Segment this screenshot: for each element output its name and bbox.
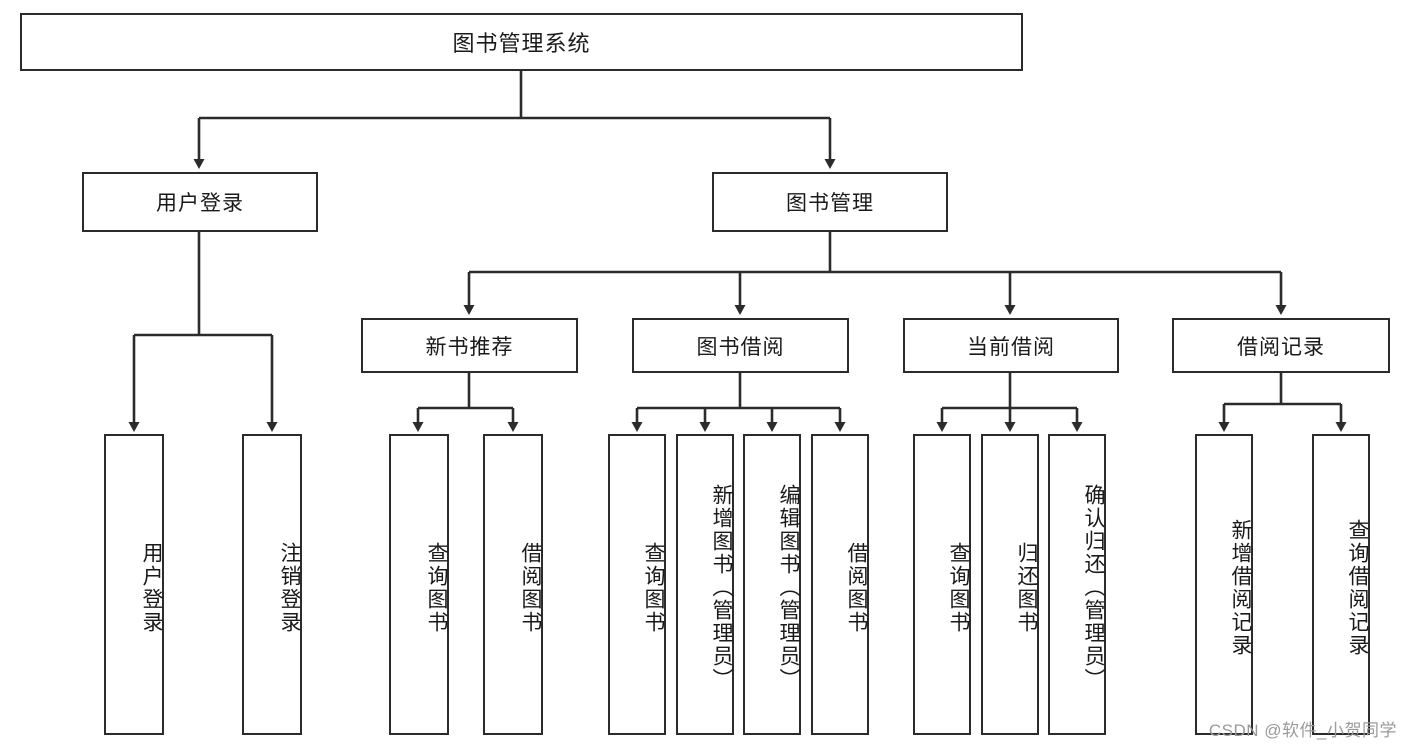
node-current-borrow[interactable]: 当前借阅 — [903, 318, 1119, 373]
leaf-label: 借阅图书 — [519, 541, 542, 634]
leaf-label: 查询图书 — [425, 541, 448, 634]
node-borrow-records[interactable]: 借阅记录 — [1172, 318, 1390, 373]
leaf-label: 确认归还（管理员） — [1082, 484, 1105, 691]
leaf-label: 查询图书 — [642, 541, 665, 634]
leaf-current-return-book[interactable]: 归还图书 — [981, 434, 1039, 735]
leaf-current-query-book[interactable]: 查询图书 — [913, 434, 971, 735]
leaf-new-book-query[interactable]: 查询图书 — [389, 434, 449, 735]
leaf-borrow-edit-book-admin[interactable]: 编辑图书（管理员） — [743, 434, 801, 735]
node-book-borrow[interactable]: 图书借阅 — [632, 318, 849, 373]
node-user-login[interactable]: 用户登录 — [82, 172, 318, 232]
leaf-label: 用户登录 — [140, 541, 163, 634]
leaf-records-add-record[interactable]: 新增借阅记录 — [1195, 434, 1253, 735]
leaf-records-query-record[interactable]: 查询借阅记录 — [1312, 434, 1370, 735]
leaf-current-confirm-return-admin[interactable]: 确认归还（管理员） — [1048, 434, 1106, 735]
node-new-book-recommend-label: 新书推荐 — [425, 335, 514, 359]
leaf-label: 查询图书 — [947, 541, 970, 634]
leaf-label: 新增图书（管理员） — [710, 484, 733, 691]
leaf-borrow-borrow-book[interactable]: 借阅图书 — [811, 434, 869, 735]
leaf-label: 借阅图书 — [845, 541, 868, 634]
node-book-management[interactable]: 图书管理 — [712, 172, 948, 232]
leaf-label: 编辑图书（管理员） — [777, 484, 800, 691]
leaf-new-book-borrow[interactable]: 借阅图书 — [483, 434, 543, 735]
leaf-label: 归还图书 — [1015, 541, 1038, 634]
node-book-borrow-label: 图书借阅 — [696, 335, 785, 359]
node-book-management-label: 图书管理 — [786, 192, 874, 215]
node-root-label: 图书管理系统 — [452, 31, 591, 56]
node-new-book-recommend[interactable]: 新书推荐 — [361, 318, 578, 373]
leaf-user-login-logout[interactable]: 注销登录 — [242, 434, 302, 735]
leaf-label: 新增借阅记录 — [1229, 518, 1252, 657]
node-root[interactable]: 图书管理系统 — [20, 13, 1023, 71]
leaf-user-login-login[interactable]: 用户登录 — [104, 434, 164, 735]
leaf-label: 查询借阅记录 — [1346, 518, 1369, 657]
leaf-label: 注销登录 — [278, 541, 301, 634]
leaf-borrow-query-book[interactable]: 查询图书 — [608, 434, 666, 735]
node-borrow-records-label: 借阅记录 — [1237, 335, 1325, 359]
csdn-watermark: CSDN @软件_小贺同学 — [1208, 721, 1397, 740]
node-current-borrow-label: 当前借阅 — [967, 335, 1055, 359]
leaf-borrow-add-book-admin[interactable]: 新增图书（管理员） — [676, 434, 734, 735]
node-user-login-label: 用户登录 — [156, 192, 244, 215]
